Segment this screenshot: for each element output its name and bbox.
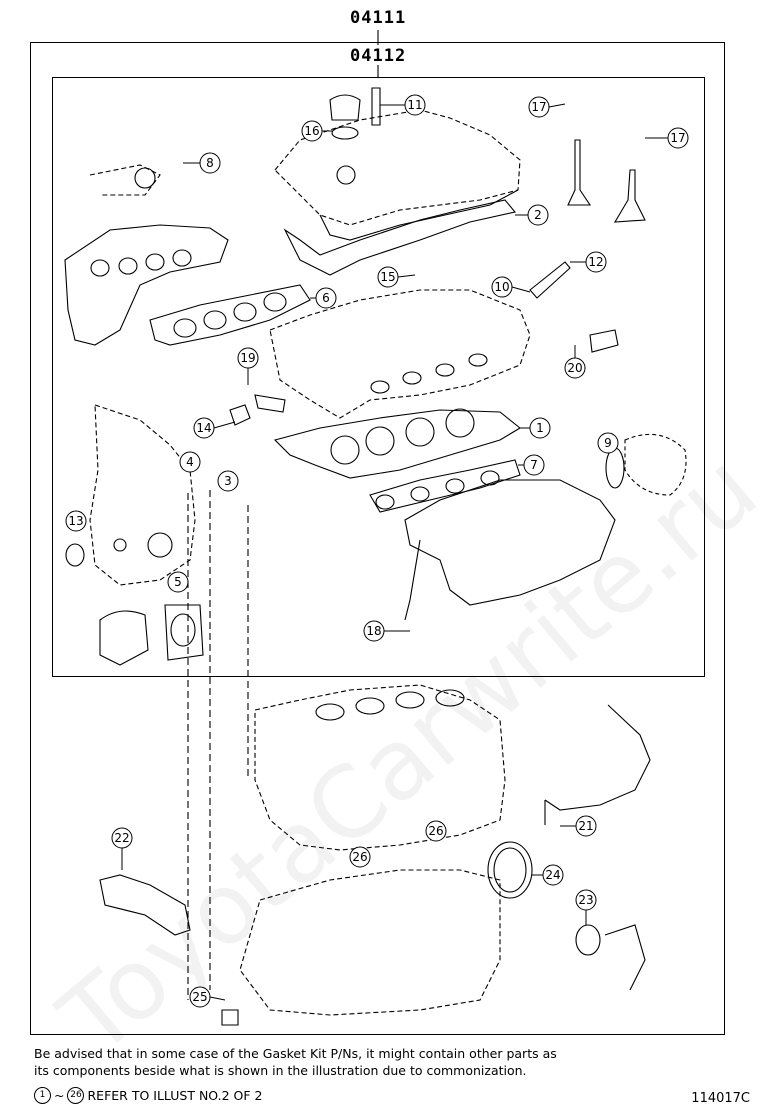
callout-label: 15 xyxy=(380,270,395,284)
callout-5: 5 xyxy=(167,571,189,593)
callout-23: 23 xyxy=(575,889,597,925)
callout-label: 14 xyxy=(196,421,211,435)
callout-label: 3 xyxy=(224,474,232,488)
callout-label: 26 xyxy=(352,850,367,864)
callout-label: 22 xyxy=(114,831,129,845)
callout-label: 24 xyxy=(545,868,560,882)
callout-label: 1 xyxy=(536,421,544,435)
ref-text: REFER TO ILLUST NO.2 OF 2 xyxy=(87,1088,263,1103)
callout-label: 25 xyxy=(192,990,207,1004)
exhaust-manifold-gasket-drawing xyxy=(149,284,311,346)
callout-label: 10 xyxy=(494,280,509,294)
callout-10: 10 xyxy=(491,276,531,298)
callout-25: 25 xyxy=(189,986,226,1008)
callout-label: 11 xyxy=(407,98,422,112)
callout-22: 22 xyxy=(111,827,133,870)
callout-7: 7 xyxy=(518,454,545,476)
cylinder-block-drawing xyxy=(254,684,506,851)
oil-cap-drawing xyxy=(329,94,361,121)
callout-label: 13 xyxy=(68,514,83,528)
ref-to-badge: 26 xyxy=(67,1087,85,1104)
callout-18: 18 xyxy=(363,620,410,642)
kit-number-04112: 04112 xyxy=(350,46,407,66)
callout-26-a: 26 xyxy=(425,820,447,842)
valve-cover-gasket-drawing xyxy=(283,199,517,276)
callout-balloons: 1 2 3 4 5 6 7 8 9 10 11 12 13 14 15 16 1… xyxy=(65,94,689,1008)
callout-label: 2 xyxy=(534,208,542,222)
callout-label: 17 xyxy=(531,100,546,114)
callout-19: 19 xyxy=(237,347,259,385)
callout-13: 13 xyxy=(65,510,87,532)
kit-number-04111: 04111 xyxy=(350,8,407,28)
callout-label: 16 xyxy=(304,124,319,138)
callout-14: 14 xyxy=(193,417,236,439)
callout-label: 5 xyxy=(174,575,182,589)
callout-16: 16 xyxy=(301,120,332,142)
callout-17-a: 17 xyxy=(528,96,566,118)
callout-label: 21 xyxy=(578,819,593,833)
callout-4: 4 xyxy=(179,451,201,473)
commonization-note-line1: Be advised that in some case of the Gask… xyxy=(34,1046,557,1061)
intake-manifold-gasket-drawing xyxy=(369,459,521,513)
callout-17-b: 17 xyxy=(645,127,689,149)
exhaust-manifold-drawing xyxy=(64,224,229,346)
callout-label: 9 xyxy=(604,436,612,450)
callout-20: 20 xyxy=(564,345,586,379)
oil-pan-drawing xyxy=(239,869,501,1016)
callout-label: 8 xyxy=(206,156,214,170)
kit-04112-boundary xyxy=(52,77,705,677)
ref-tilde: ~ xyxy=(54,1088,65,1103)
callout-label: 26 xyxy=(428,824,443,838)
callout-21: 21 xyxy=(560,815,597,837)
callout-label: 4 xyxy=(186,455,194,469)
callout-label: 19 xyxy=(240,351,255,365)
callout-2: 2 xyxy=(515,204,549,226)
callout-label: 7 xyxy=(530,458,538,472)
valve-cover-drawing xyxy=(274,109,521,226)
callout-15: 15 xyxy=(377,266,416,288)
callout-12: 12 xyxy=(570,251,607,273)
callout-label: 18 xyxy=(366,624,381,638)
head-gasket-drawing xyxy=(273,409,521,479)
callout-6: 6 xyxy=(310,287,337,309)
callout-label: 6 xyxy=(322,291,330,305)
commonization-note-line2: its components beside what is shown in t… xyxy=(34,1063,527,1078)
callout-11: 11 xyxy=(380,94,426,116)
callout-24: 24 xyxy=(532,864,564,886)
callout-label: 12 xyxy=(588,255,603,269)
cylinder-head-drawing xyxy=(269,289,531,419)
callout-9: 9 xyxy=(597,432,619,454)
intake-manifold-drawing xyxy=(404,479,616,606)
callout-3: 3 xyxy=(217,470,239,492)
callout-8: 8 xyxy=(183,152,221,174)
callout-label: 20 xyxy=(567,361,582,375)
callout-1: 1 xyxy=(520,417,551,439)
illustration-code: 114017C xyxy=(691,1091,750,1106)
callout-label: 23 xyxy=(578,893,593,907)
reference-line: 1 ~ 26 REFER TO ILLUST NO.2 OF 2 xyxy=(34,1087,262,1104)
ref-from-badge: 1 xyxy=(34,1087,51,1104)
callout-label: 17 xyxy=(670,131,685,145)
timing-cover-drawing xyxy=(89,404,196,586)
callout-26-b: 26 xyxy=(349,846,371,868)
